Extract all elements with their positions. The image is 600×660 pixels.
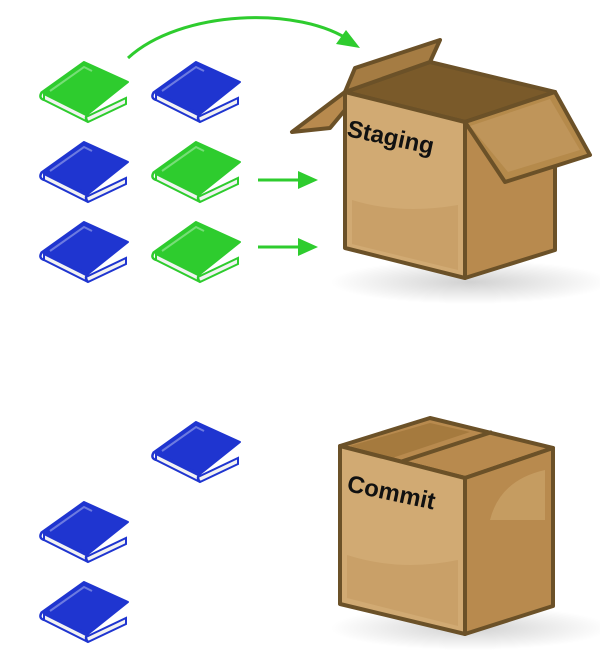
arrow-icon: [258, 171, 318, 189]
book-icon: [151, 140, 242, 204]
book-icon: [39, 500, 130, 564]
book-icon: [151, 60, 242, 124]
book-icon: [151, 420, 242, 484]
curved-arrow-head: [336, 30, 360, 48]
book-icon: [39, 580, 130, 644]
arrow-icon: [258, 238, 318, 256]
curved-arrow-icon: [126, 16, 353, 60]
book-icon: [151, 220, 242, 284]
book-icon: [39, 140, 130, 204]
commit-box-icon: [330, 416, 600, 650]
staging-box-icon: [290, 38, 600, 304]
book-icon: [39, 220, 130, 284]
book-icon: [39, 60, 130, 124]
